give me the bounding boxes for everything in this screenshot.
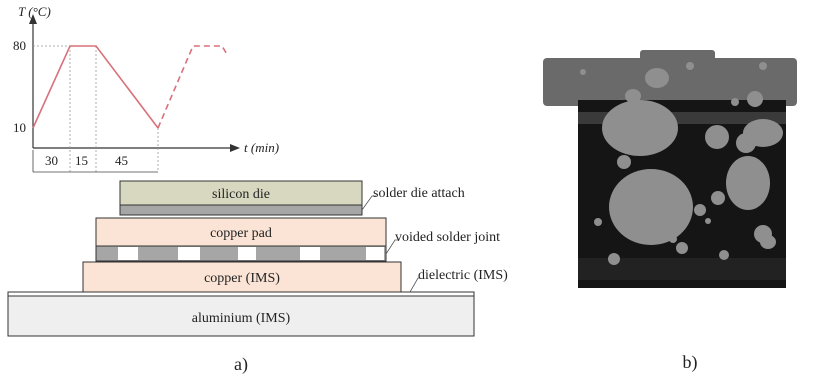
voided-solder-joint-layer [95, 245, 387, 262]
aluminium-layer [7, 295, 475, 337]
void [366, 247, 384, 260]
callout-dielectric: dielectric (IMS) [418, 268, 508, 283]
dielectric-layer [7, 291, 475, 297]
void [118, 247, 138, 260]
copper-ims-label: copper (IMS) [204, 271, 280, 286]
xray-image: b) [538, 40, 802, 373]
silicon-die-label: silicon die [212, 187, 270, 202]
void [178, 247, 200, 260]
profile-line [32, 45, 159, 129]
xray-top-bar [543, 58, 797, 106]
solder-die-attach-layer [119, 204, 363, 216]
layer-stack: silicon die copper pad copper (IMS) alum… [7, 180, 508, 375]
x-axis-label: t (min) [244, 140, 279, 155]
segment-brackets [32, 150, 158, 173]
segment-45: 45 [115, 153, 128, 168]
xray-voids [580, 62, 783, 265]
callout-voided-solder-joint: voided solder joint [395, 230, 500, 245]
callout-leaders [361, 195, 420, 293]
callout-solder-die-attach: solder die attach [373, 186, 465, 201]
y-axis-label: T (°C) [18, 4, 51, 19]
y-tick-80: 80 [13, 38, 26, 53]
y-axis-arrowhead [29, 14, 37, 24]
copper-pad-layer [95, 217, 387, 247]
void [238, 247, 256, 260]
segment-15: 15 [75, 153, 88, 168]
y-tick-10: 10 [13, 120, 26, 135]
guide-lines [33, 45, 159, 172]
panel-label-b: b) [683, 352, 698, 373]
aluminium-label: aluminium (IMS) [192, 311, 291, 326]
void [300, 247, 320, 260]
panel-label-a: a) [234, 354, 248, 375]
x-axis-arrowhead [230, 144, 240, 152]
copper-pad-label: copper pad [210, 226, 272, 241]
profile-line-repeat [157, 45, 229, 129]
segment-30: 30 [45, 153, 58, 168]
temperature-profile: T (°C) t (min) 80 10 30 15 45 [13, 4, 279, 173]
